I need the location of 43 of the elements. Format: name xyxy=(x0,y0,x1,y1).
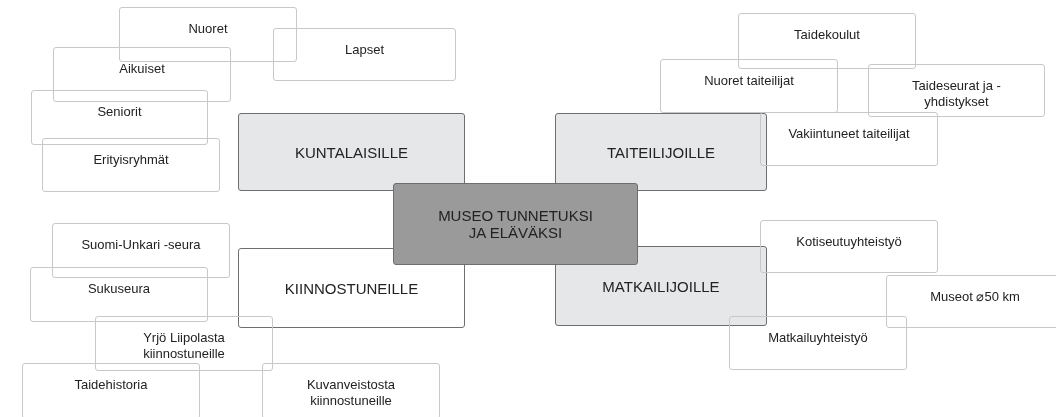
box-label: KIINNOSTUNEILLE xyxy=(284,279,419,297)
box-label: Seniorit xyxy=(97,104,142,120)
box-label: Nuoret xyxy=(188,21,228,37)
topic-box xyxy=(22,363,200,417)
box-label: Kuvanveistosta kiinnostuneille xyxy=(305,377,397,409)
topic-box xyxy=(30,267,208,322)
box-label: Erityisryhmät xyxy=(93,152,169,168)
box-label: KUNTALAISILLE xyxy=(294,143,409,161)
age-group-box xyxy=(119,7,297,62)
topic-box xyxy=(729,316,907,370)
box-label: Suomi-Unkari -seura xyxy=(81,237,201,253)
box-label: Taideseurat ja -yhdistykset xyxy=(911,78,1002,110)
box-label: Lapset xyxy=(344,42,384,58)
age-group-box xyxy=(273,28,456,81)
topic-box xyxy=(886,275,1056,328)
central-box xyxy=(393,183,638,265)
category-box xyxy=(238,113,465,191)
group-box xyxy=(42,138,220,192)
box-label: TAITEILIJOILLE xyxy=(606,143,716,161)
box-label: Yrjö Liipolasta kiinnostuneille xyxy=(142,330,226,362)
topic-box xyxy=(760,220,938,273)
box-label: Museot ⌀50 km xyxy=(930,289,1020,305)
category-box xyxy=(555,113,767,191)
age-group-box xyxy=(31,90,208,145)
topic-box xyxy=(95,316,273,371)
topic-box xyxy=(760,112,938,166)
box-label: Sukuseura xyxy=(87,281,151,297)
category-box xyxy=(238,248,465,328)
box-label: Nuoret taiteilijat xyxy=(704,73,794,89)
box-label: MATKAILIJOILLE xyxy=(602,277,720,295)
box-label: Matkailuyhteistyö xyxy=(768,330,868,346)
box-label: Vakiintuneet taiteilijat xyxy=(788,126,910,142)
box-label: MUSEO TUNNETUKSI JA ELÄVÄKSI xyxy=(437,207,594,241)
topic-box xyxy=(738,13,916,69)
box-label: Taidehistoria xyxy=(74,377,148,393)
topic-box xyxy=(262,363,440,417)
topic-box xyxy=(52,223,230,278)
box-label: Aikuiset xyxy=(119,61,165,77)
box-label: Taidekoulut xyxy=(794,27,860,43)
category-box xyxy=(555,246,767,326)
age-group-box xyxy=(53,47,231,102)
box-label: Kotiseutuyhteistyö xyxy=(796,234,902,250)
topic-box xyxy=(868,64,1045,117)
